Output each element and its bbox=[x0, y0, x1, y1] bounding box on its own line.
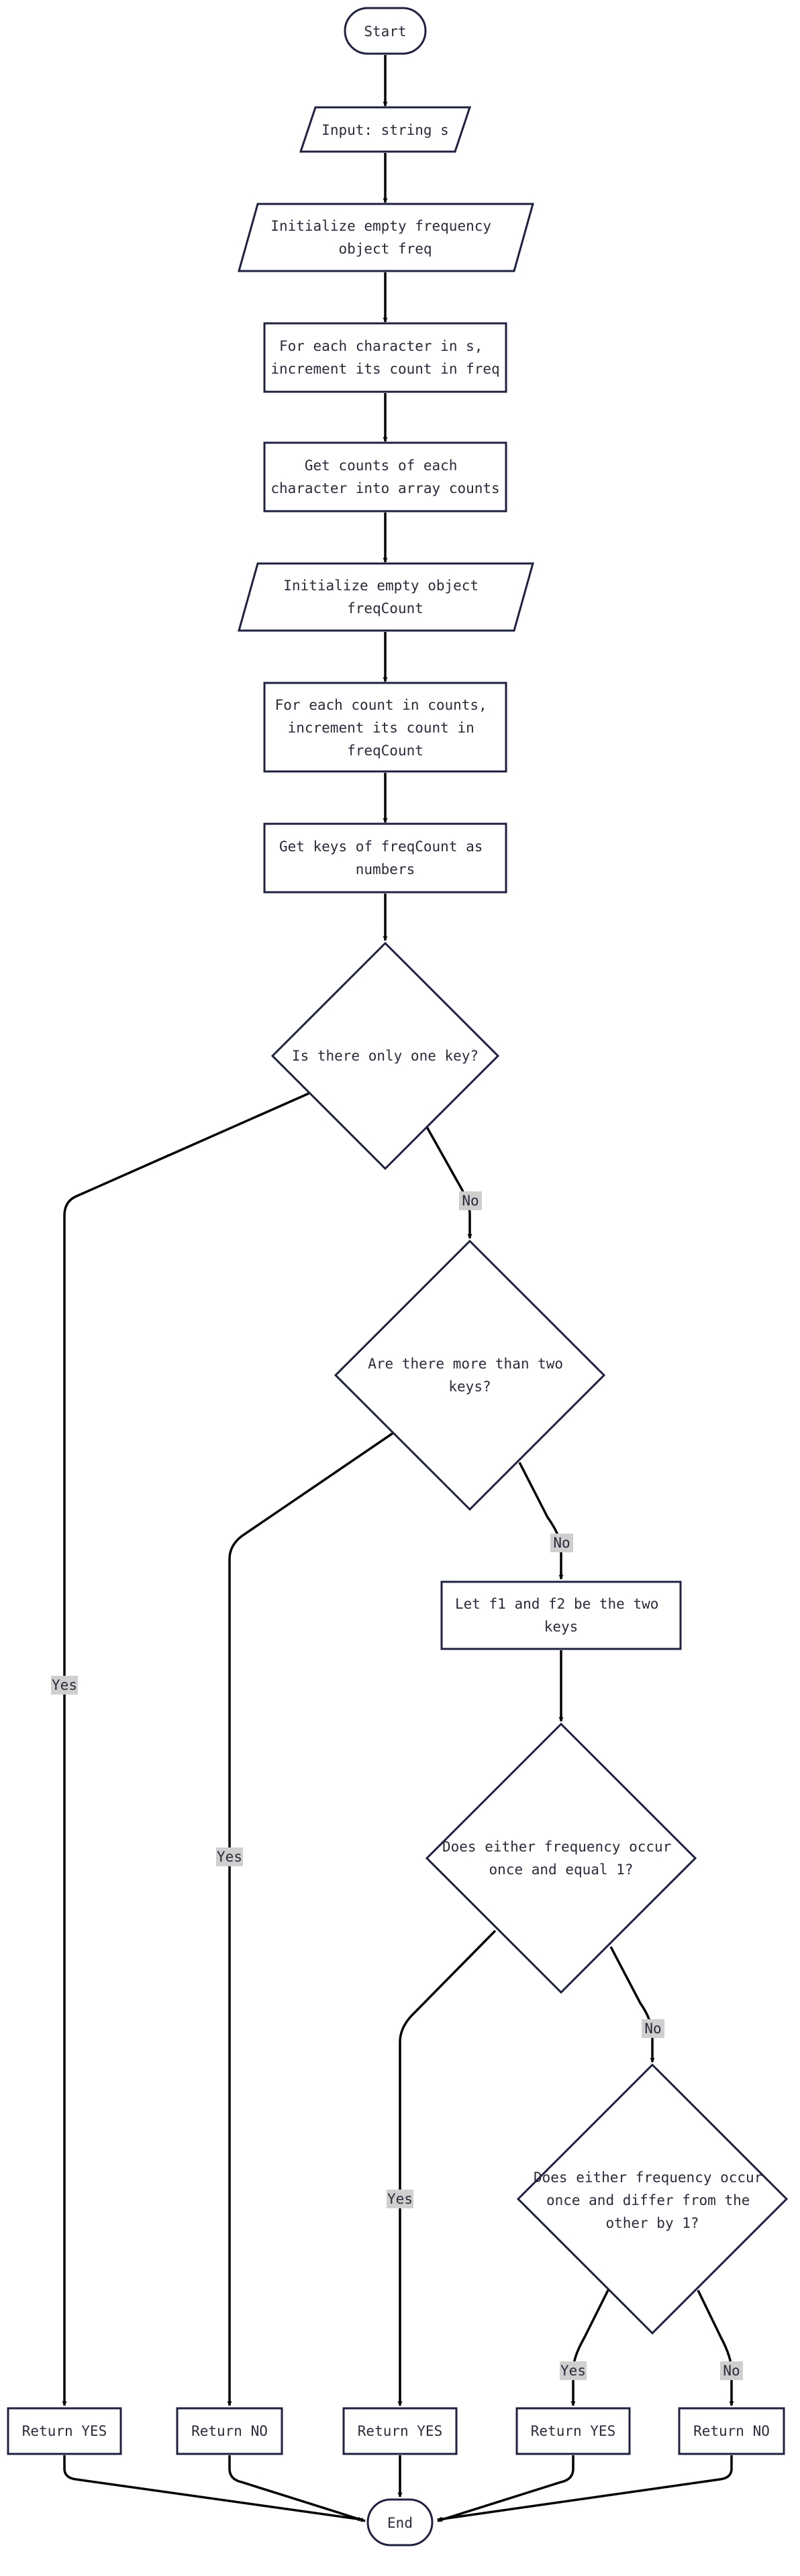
node-ret-yes-2: Return YES bbox=[342, 2407, 458, 2455]
edges bbox=[62, 55, 734, 2522]
nodes: Start Input: string s Initialize empty f… bbox=[7, 7, 789, 2546]
node-get-counts-line-1: Get counts of each bbox=[305, 458, 458, 474]
edge-ret-yes-1-end bbox=[63, 2455, 363, 2522]
node-loop-counts-line-1: For each count in counts, bbox=[275, 697, 487, 713]
node-let-f1-f2: Let f1 and f2 be the two keys bbox=[440, 1580, 682, 1650]
node-q-once-differ-1-line-1: Does either frequency occur bbox=[534, 2169, 762, 2186]
node-ret-yes-3: Return YES bbox=[515, 2407, 631, 2455]
node-init-freq: Initialize empty frequency object freq bbox=[238, 203, 534, 272]
node-q-once-equal-1: Does either frequency occur once and equ… bbox=[425, 1722, 697, 1994]
edge-equal1-yes bbox=[397, 1929, 497, 2406]
node-loop-counts-line-3: freqCount bbox=[347, 743, 423, 759]
node-q-once-equal-1-line-1: Does either frequency occur bbox=[442, 1839, 671, 1855]
edge-label-more-two-yes: Yes bbox=[216, 1847, 243, 1866]
edge-more-two-no bbox=[518, 1462, 564, 1580]
edge-label-one-key-no-text: No bbox=[462, 1193, 479, 1209]
edge-more-two-yes bbox=[227, 1432, 394, 2406]
edge-label-one-key-yes-text: Yes bbox=[52, 1677, 77, 1693]
node-ret-no-1-label: Return NO bbox=[191, 2423, 268, 2439]
node-input: Input: string s bbox=[299, 106, 472, 153]
node-q-one-key-line-1: Is there only one key? bbox=[292, 1048, 479, 1064]
node-init-freqcount-line-1: Initialize empty object bbox=[283, 578, 479, 594]
node-loop-chars: For each character in s, increment its c… bbox=[263, 322, 507, 393]
edge-one-key-yes bbox=[62, 1092, 309, 2406]
edge-equal1-no bbox=[609, 1946, 655, 2063]
node-loop-chars-line-2: increment its count in freq bbox=[270, 361, 499, 377]
node-loop-counts-label: For each count in counts, increment its … bbox=[275, 697, 496, 759]
node-get-counts: Get counts of each character into array … bbox=[263, 441, 507, 513]
edge-label-one-key-yes: Yes bbox=[51, 1676, 78, 1695]
edge-ret-no-1-end bbox=[228, 2455, 366, 2522]
edge-label-equal1-yes: Yes bbox=[387, 2190, 413, 2208]
node-q-once-differ-1-line-3: other by 1? bbox=[605, 2215, 699, 2231]
node-init-freq-line-1: Initialize empty frequency bbox=[270, 218, 491, 234]
node-q-one-key: Is there only one key? bbox=[270, 941, 500, 1171]
edge-label-differ1-yes-text: Yes bbox=[560, 2363, 586, 2379]
edge-label-differ1-no-text: No bbox=[723, 2363, 740, 2379]
node-init-freq-label: Initialize empty frequency object freq bbox=[270, 218, 499, 257]
node-loop-chars-label: For each character in s, increment its c… bbox=[270, 338, 499, 377]
node-start: Start bbox=[344, 7, 427, 55]
edge-label-more-two-no-text: No bbox=[553, 1535, 570, 1551]
node-ret-yes-3-label: Return YES bbox=[531, 2423, 615, 2439]
node-q-once-equal-1-line-2: once and equal 1? bbox=[489, 1862, 634, 1878]
edge-ret-no-2-end bbox=[437, 2455, 733, 2522]
node-q-once-differ-1: Does either frequency occur once and dif… bbox=[516, 2063, 789, 2335]
node-ret-yes-1: Return YES bbox=[7, 2407, 122, 2455]
node-get-keys-line-1: Get keys of freqCount as bbox=[279, 839, 483, 855]
node-input-label: Input: string s bbox=[321, 122, 449, 138]
node-end-label: End bbox=[387, 2515, 413, 2531]
node-init-freqcount-label: Initialize empty object freqCount bbox=[283, 578, 487, 616]
edge-label-one-key-no: No bbox=[459, 1191, 482, 1210]
node-q-once-equal-1-label: Does either frequency occur once and equ… bbox=[442, 1839, 680, 1878]
edge-labels: No Yes No Yes No Yes Yes No bbox=[51, 1191, 743, 2380]
node-let-f1-f2-line-1: Let f1 and f2 be the two bbox=[455, 1596, 658, 1612]
edge-label-equal1-yes-text: Yes bbox=[387, 2191, 413, 2207]
node-q-more-than-two-line-1: Are there more than two bbox=[368, 1356, 563, 1372]
edge-label-equal1-no-text: No bbox=[644, 2021, 661, 2037]
node-loop-counts-line-2: increment its count in bbox=[288, 720, 474, 736]
node-q-one-key-label: Is there only one key? bbox=[292, 1048, 479, 1064]
node-ret-yes-1-label: Return YES bbox=[22, 2423, 107, 2439]
node-get-keys-label: Get keys of freqCount as numbers bbox=[279, 839, 491, 877]
node-q-more-than-two: Are there more than two keys? bbox=[334, 1239, 606, 1511]
node-get-keys-line-2: numbers bbox=[356, 861, 415, 877]
node-ret-yes-2-label: Return YES bbox=[358, 2423, 442, 2439]
edge-differ1-no bbox=[697, 2290, 734, 2406]
node-get-keys: Get keys of freqCount as numbers bbox=[263, 822, 507, 894]
node-end: End bbox=[366, 2498, 434, 2546]
node-init-freqcount: Initialize empty object freqCount bbox=[238, 562, 534, 632]
edge-label-more-two-no: No bbox=[550, 1534, 573, 1552]
node-ret-no-1: Return NO bbox=[176, 2407, 283, 2455]
edge-label-differ1-no: No bbox=[720, 2361, 743, 2380]
node-q-once-differ-1-label: Does either frequency occur once and dif… bbox=[534, 2169, 771, 2231]
node-loop-chars-line-1: For each character in s, bbox=[279, 338, 483, 354]
edge-differ1-yes bbox=[570, 2290, 609, 2406]
node-q-more-than-two-label: Are there more than two keys? bbox=[368, 1356, 571, 1395]
node-init-freqcount-line-2: freqCount bbox=[347, 600, 423, 616]
node-get-counts-label: Get counts of each character into array … bbox=[270, 458, 499, 496]
edge-label-more-two-yes-text: Yes bbox=[217, 1849, 242, 1865]
edge-ret-yes-3-end bbox=[437, 2455, 574, 2522]
edge-one-key-no bbox=[426, 1126, 472, 1239]
node-init-freq-line-2: object freq bbox=[338, 241, 432, 257]
node-q-more-than-two-line-2: keys? bbox=[448, 1379, 491, 1395]
node-ret-no-2: Return NO bbox=[678, 2407, 785, 2455]
node-ret-no-2-label: Return NO bbox=[693, 2423, 770, 2439]
node-q-once-differ-1-line-2: once and differ from the bbox=[546, 2192, 750, 2208]
node-start-label: Start bbox=[364, 23, 406, 40]
edge-label-differ1-yes: Yes bbox=[560, 2361, 587, 2380]
node-get-counts-line-2: character into array counts bbox=[270, 480, 499, 496]
node-loop-counts: For each count in counts, increment its … bbox=[263, 682, 507, 773]
node-let-f1-f2-line-2: keys bbox=[544, 1619, 579, 1635]
edge-label-equal1-no: No bbox=[642, 2019, 664, 2038]
node-let-f1-f2-label: Let f1 and f2 be the two keys bbox=[455, 1596, 667, 1635]
